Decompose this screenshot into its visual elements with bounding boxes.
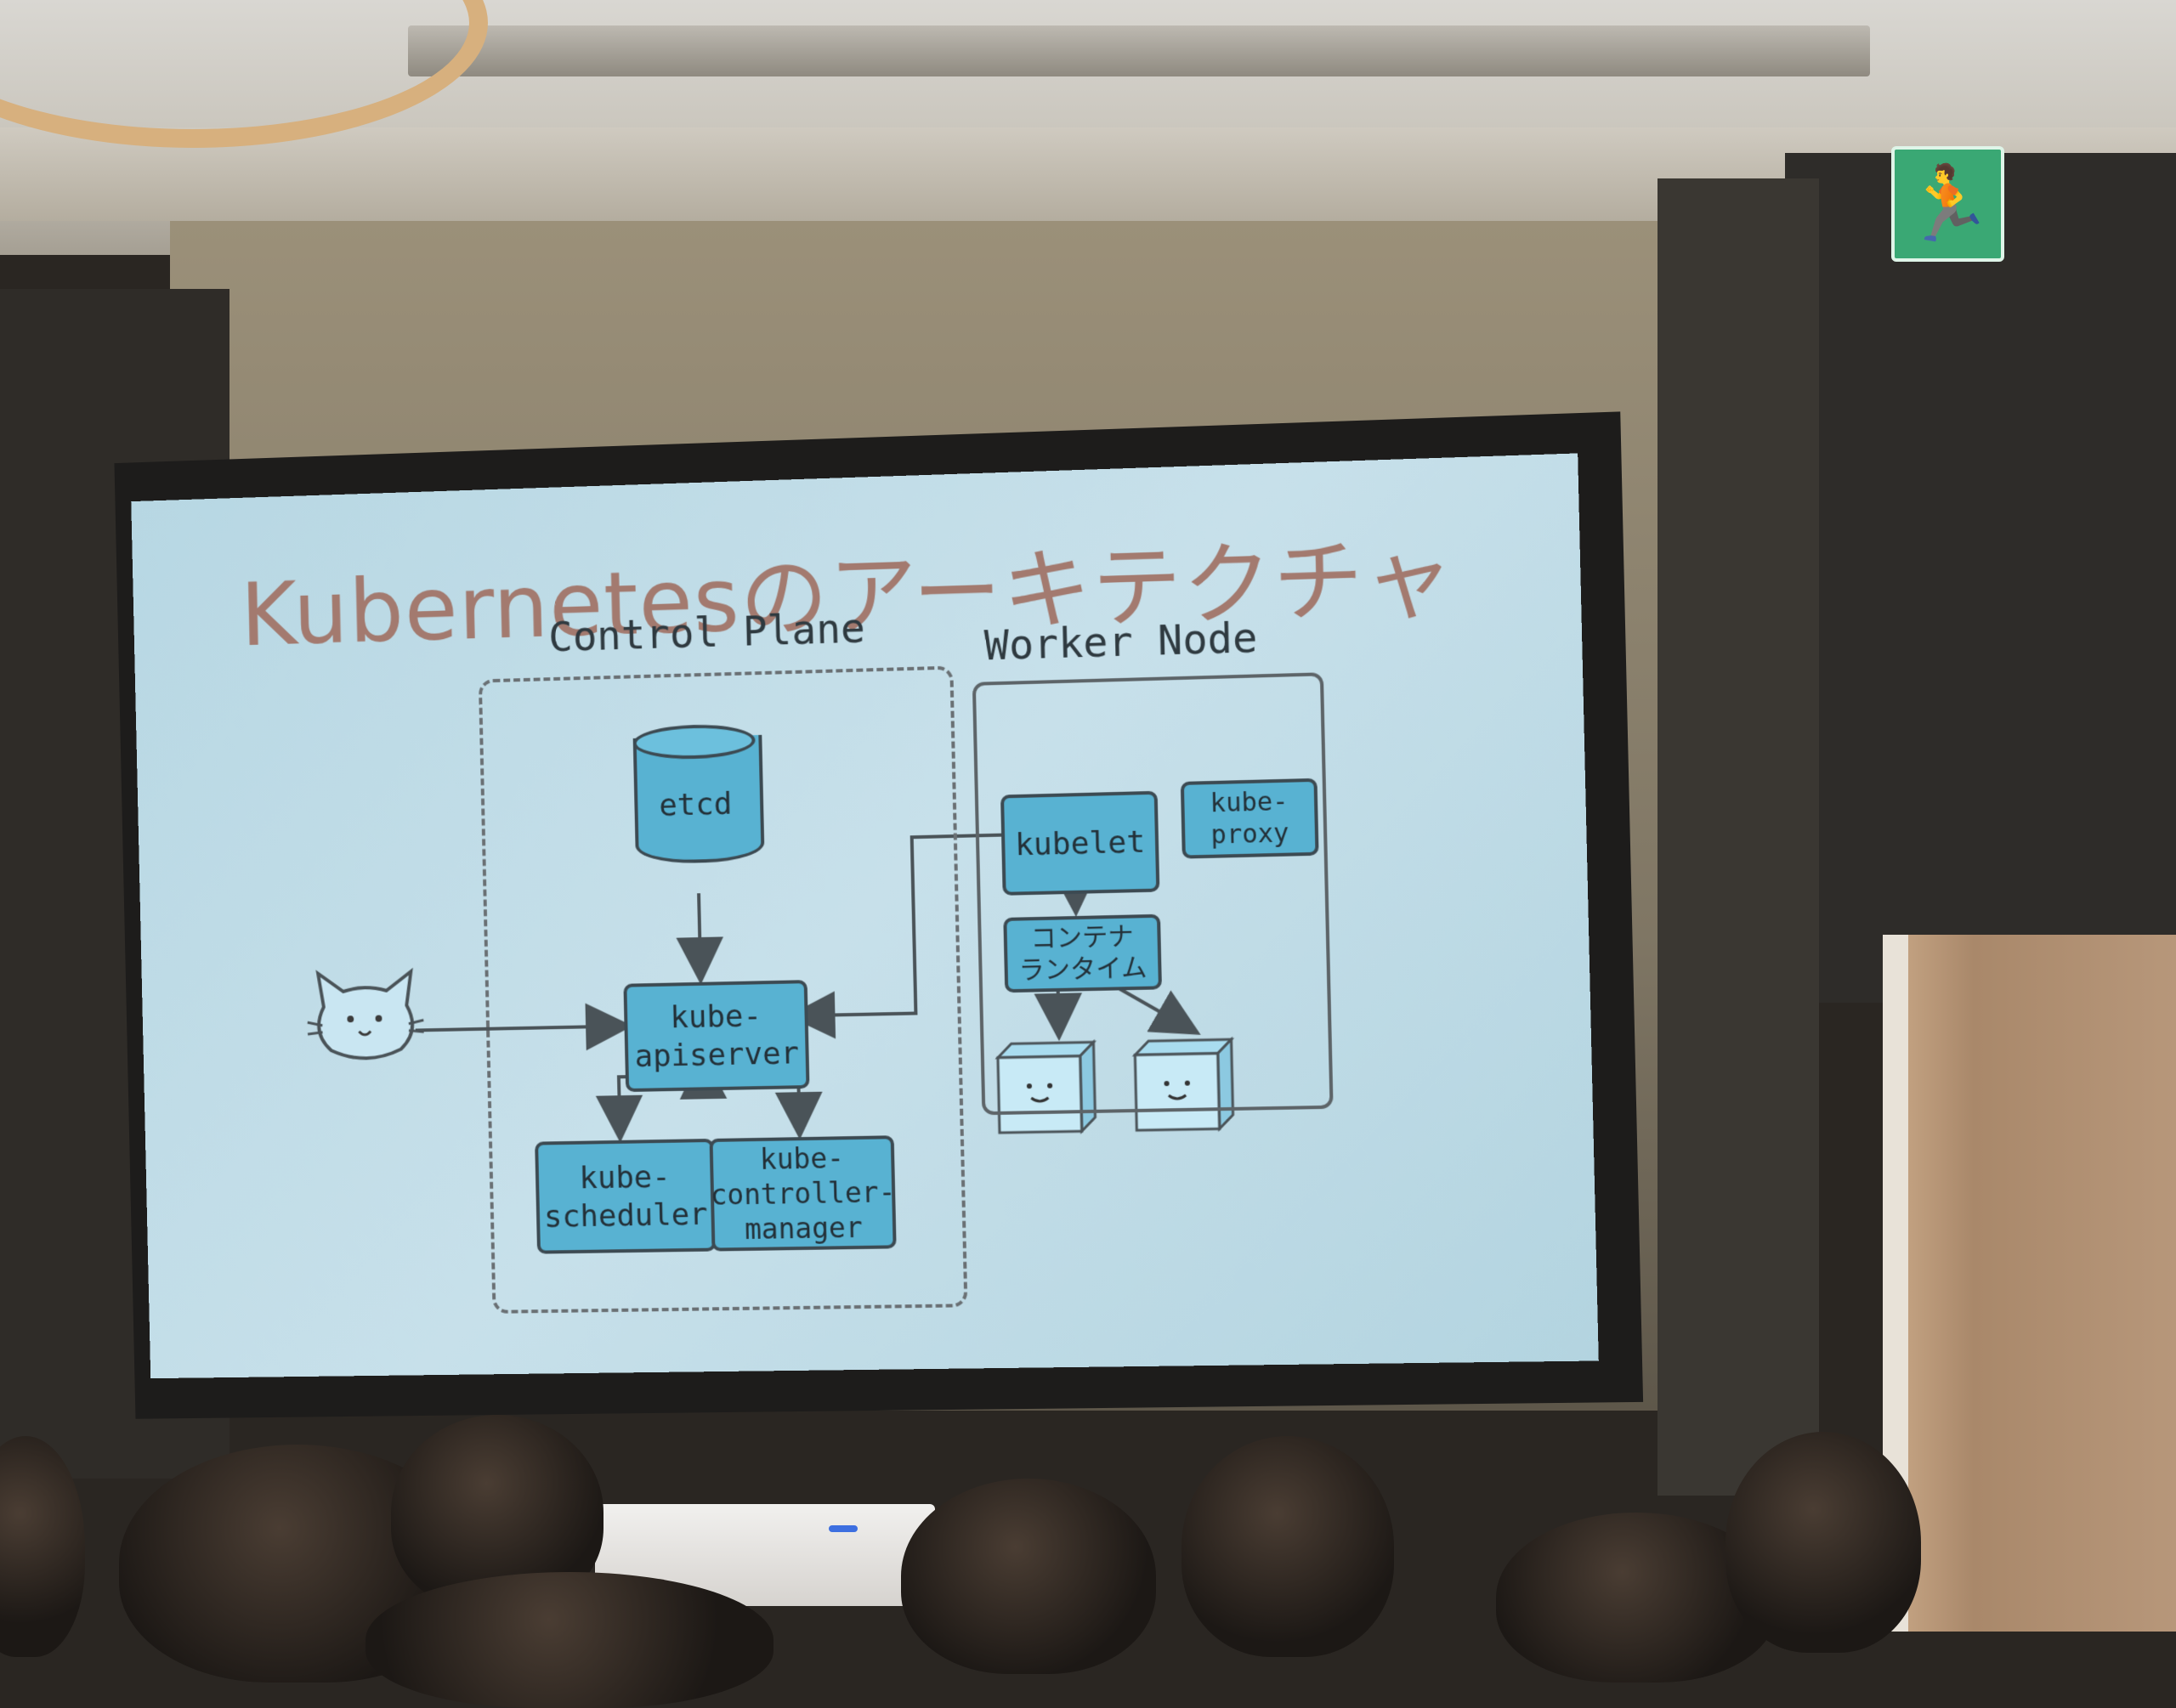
cat-user-icon: [306, 971, 424, 1060]
projector-indicator-light: [829, 1525, 858, 1532]
emergency-exit-icon: 🏃: [1891, 146, 2004, 262]
worker-node-label: Worker Node: [983, 614, 1258, 670]
etcd-label: etcd: [634, 786, 757, 824]
ceiling-vent: [408, 25, 1870, 76]
kube-proxy-box: kube- proxy: [1181, 778, 1319, 859]
control-plane-label: Control Plane: [548, 604, 866, 661]
audience-head: [901, 1479, 1156, 1674]
audience-head: [366, 1572, 774, 1708]
kube-scheduler-box: kube- scheduler: [535, 1139, 716, 1254]
projected-slide: Kubernetesのアーキテクチャ: [131, 453, 1599, 1378]
kube-apiserver-box: kube- apiserver: [623, 980, 809, 1092]
right-wall-panel: [1785, 153, 2176, 1003]
kube-controller-manager-box: kube- controller- manager: [710, 1135, 897, 1251]
audience-head: [1726, 1432, 1921, 1653]
right-pillar: [1658, 178, 1819, 1496]
container-runtime-box: コンテナ ランタイム: [1003, 914, 1162, 993]
kubelet-box: kubelet: [1000, 791, 1159, 896]
audience-head: [1182, 1436, 1394, 1657]
podium: [1887, 935, 2176, 1632]
